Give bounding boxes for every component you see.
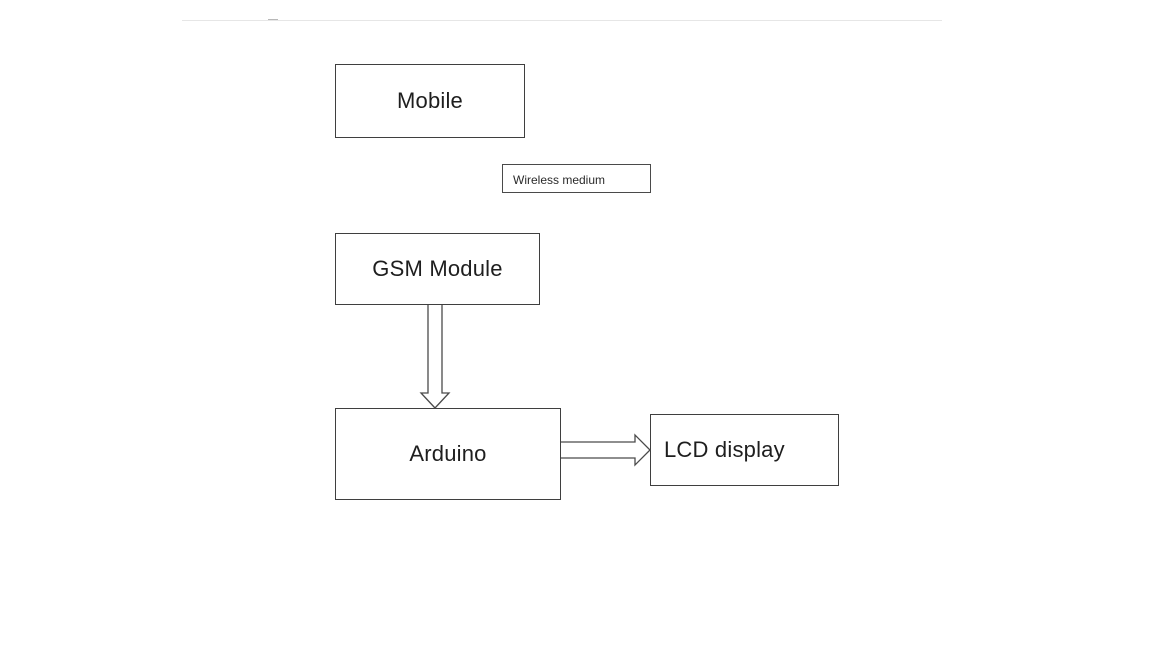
wireless-medium-label: Wireless medium [513, 173, 606, 187]
mobile-box: Mobile [335, 64, 525, 138]
gsm-module-label: GSM Module [372, 256, 503, 281]
wireless-medium-label-box: Wireless medium [502, 164, 651, 193]
arduino-to-lcd-arrow [561, 433, 651, 467]
lcd-display-label: LCD display [664, 437, 785, 462]
arduino-label: Arduino [409, 441, 487, 466]
arduino-box: Arduino [335, 408, 561, 500]
top-rule-line [182, 20, 942, 21]
top-tick-mark [268, 19, 278, 20]
gsm-to-arduino-arrow [419, 305, 451, 409]
lcd-display-box: LCD display [650, 414, 839, 486]
gsm-module-box: GSM Module [335, 233, 540, 305]
mobile-label: Mobile [396, 88, 463, 113]
